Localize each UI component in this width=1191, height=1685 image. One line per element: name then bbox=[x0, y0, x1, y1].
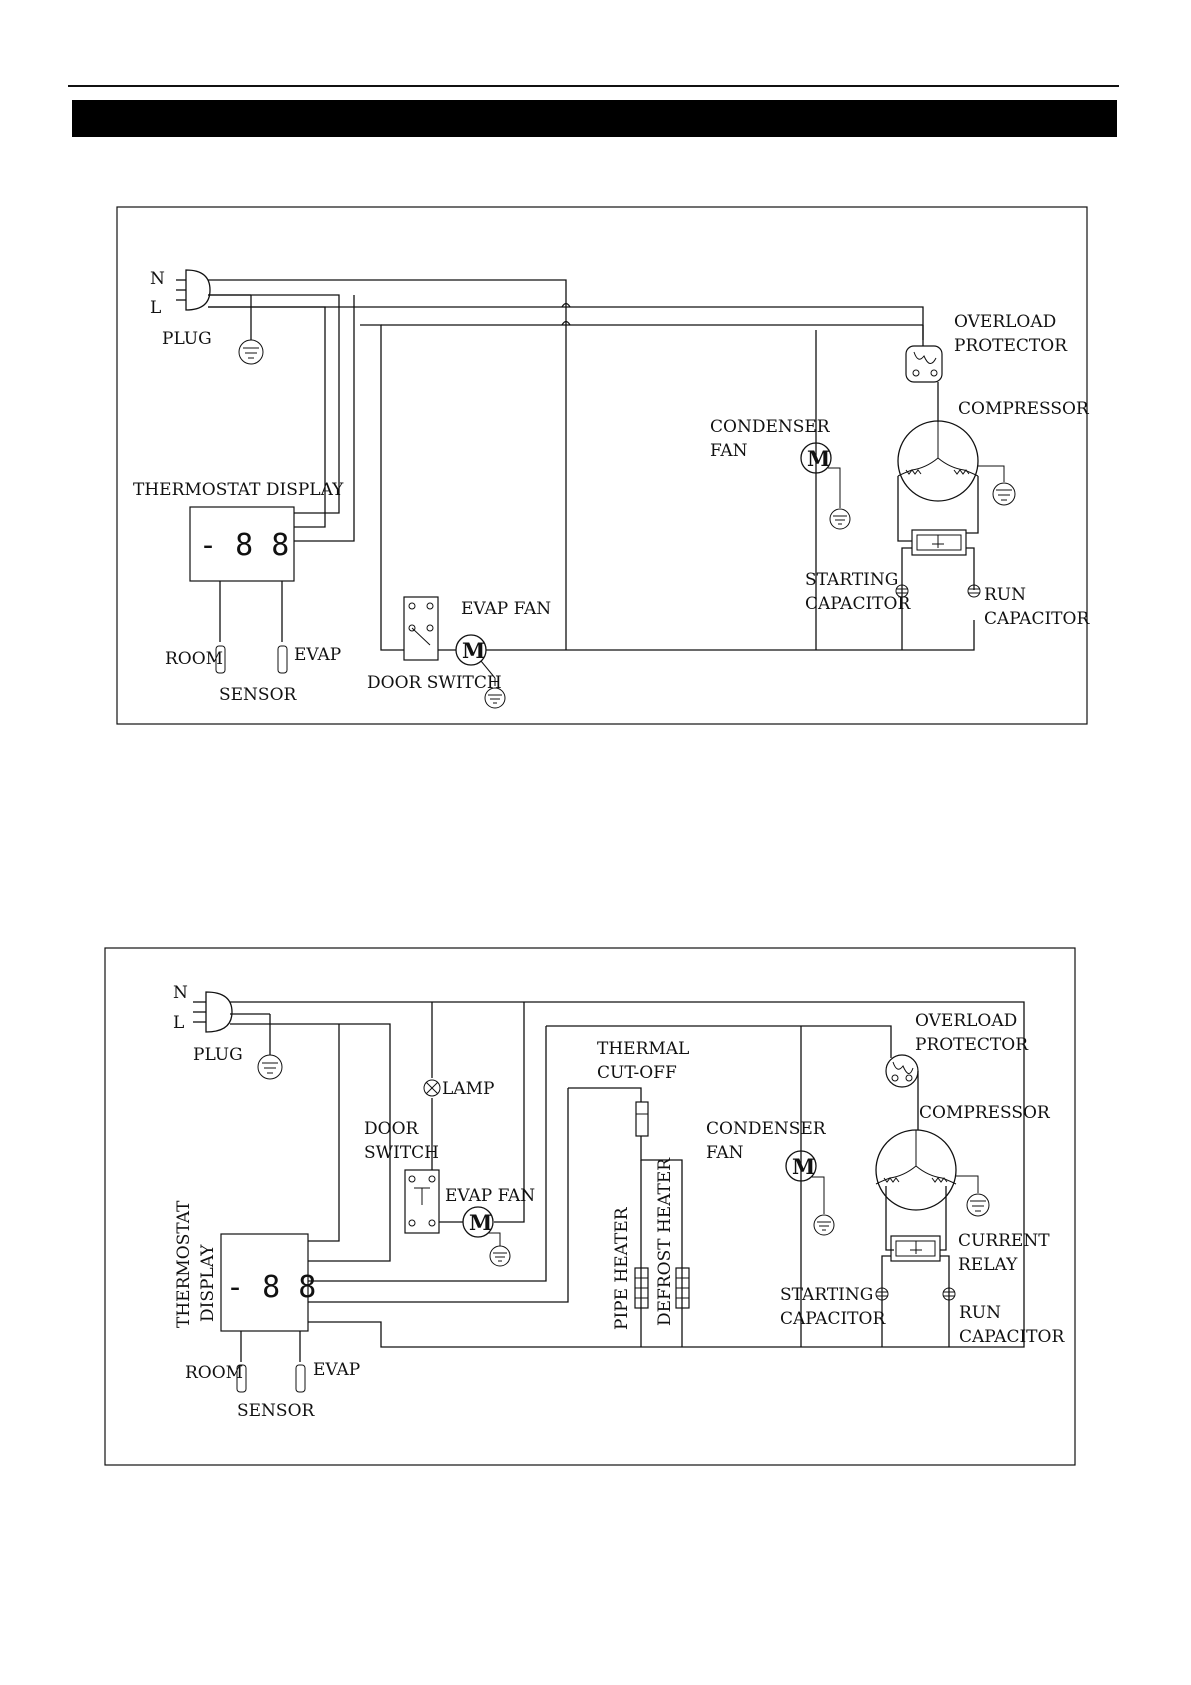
run-capacitor-1-label-line2: CAPACITOR bbox=[984, 609, 1090, 629]
run-capacitor-1-label-line1: RUN bbox=[984, 585, 1026, 605]
motor-icon: M bbox=[807, 446, 830, 471]
run-capacitor-2-label-line1: RUN bbox=[959, 1303, 1001, 1323]
run-capacitor-2: RUN CAPACITOR bbox=[942, 1287, 1065, 1347]
door-switch-1-label: DOOR SWITCH bbox=[367, 673, 502, 693]
thermostat-display-2-label-line2: DISPLAY bbox=[198, 1244, 218, 1322]
evap-sensor-1-label: EVAP bbox=[294, 645, 341, 665]
thermal-cutoff-2-label-line2: CUT-OFF bbox=[597, 1063, 677, 1083]
section-title-bar bbox=[72, 100, 1117, 137]
thermostat-display-2-digits: - 8 8 bbox=[226, 1270, 316, 1305]
defrost-heater-2: DEFROST HEATER bbox=[655, 1157, 690, 1326]
starting-capacitor-1: STARTING CAPACITOR bbox=[805, 570, 911, 614]
starting-capacitor-2-label-line2: CAPACITOR bbox=[780, 1309, 886, 1329]
plug-1: N L PLUG bbox=[150, 269, 212, 349]
current-relay-2: CURRENT RELAY bbox=[890, 1231, 1050, 1275]
sensor-1-label: SENSOR bbox=[219, 685, 298, 705]
evap-fan-1-label: EVAP FAN bbox=[461, 599, 551, 619]
door-switch-2-label-line2: SWITCH bbox=[364, 1143, 439, 1163]
starting-capacitor-1-label-line1: STARTING bbox=[805, 570, 898, 590]
plug-1-l-label: L bbox=[150, 298, 161, 318]
motor-icon: M bbox=[462, 638, 485, 663]
motor-icon: M bbox=[792, 1154, 815, 1179]
plug-2-label: PLUG bbox=[193, 1045, 243, 1065]
lamp-2: LAMP bbox=[423, 1079, 494, 1099]
compressor-1-label: COMPRESSOR bbox=[958, 399, 1090, 419]
run-capacitor-1: RUN CAPACITOR bbox=[967, 584, 1090, 629]
plug-2-n-label: N bbox=[173, 983, 188, 1003]
condenser-fan-2: CONDENSER FAN M bbox=[706, 1026, 835, 1347]
pipe-heater-2-label: PIPE HEATER bbox=[612, 1206, 632, 1330]
run-capacitor-2-label-line2: CAPACITOR bbox=[959, 1327, 1065, 1347]
compressor-2: COMPRESSOR bbox=[875, 1103, 1051, 1251]
overload-protector-2-label-line1: OVERLOAD bbox=[915, 1011, 1017, 1031]
evap-sensor-2-label: EVAP bbox=[313, 1360, 360, 1380]
compressor-2-label: COMPRESSOR bbox=[919, 1103, 1051, 1123]
diagram-1: N L PLUG THERMOSTAT DISPLAY bbox=[116, 206, 1090, 725]
plug-1-n-label: N bbox=[150, 269, 165, 289]
thermal-cutoff-2: THERMAL CUT-OFF bbox=[597, 1039, 689, 1347]
thermostat-display-1-label: THERMOSTAT DISPLAY bbox=[133, 480, 344, 500]
overload-protector-1-label-line2: PROTECTOR bbox=[954, 336, 1068, 356]
room-sensor-2-label: ROOM bbox=[185, 1363, 243, 1383]
overload-protector-2-label-line2: PROTECTOR bbox=[915, 1035, 1029, 1055]
lamp-2-label: LAMP bbox=[442, 1079, 494, 1099]
relay-1 bbox=[911, 529, 967, 556]
overload-protector-1: OVERLOAD PROTECTOR bbox=[905, 312, 1068, 422]
room-sensor-1-label: ROOM bbox=[165, 649, 223, 669]
plug-2-l-label: L bbox=[173, 1013, 184, 1033]
condenser-fan-1: CONDENSER FAN M bbox=[710, 417, 851, 530]
overload-protector-2: OVERLOAD PROTECTOR bbox=[885, 1011, 1029, 1130]
current-relay-2-label-line2: RELAY bbox=[958, 1255, 1018, 1275]
evap-fan-2-label: EVAP FAN bbox=[445, 1186, 535, 1206]
thermostat-display-1: THERMOSTAT DISPLAY - 8 8 ROOM EVAP SENSO… bbox=[133, 480, 344, 705]
thermostat-display-1-digits: - 8 8 bbox=[199, 528, 289, 563]
plug-1-label: PLUG bbox=[162, 329, 212, 349]
sensor-2-label: SENSOR bbox=[237, 1401, 316, 1421]
evap-fan-1: M EVAP FAN bbox=[455, 599, 551, 709]
plug-2: N L PLUG bbox=[173, 983, 243, 1065]
starting-capacitor-2-label-line1: STARTING bbox=[780, 1285, 873, 1305]
pipe-heater-2: PIPE HEATER bbox=[612, 1206, 649, 1330]
overload-protector-1-label-line1: OVERLOAD bbox=[954, 312, 1056, 332]
condenser-fan-2-label-line2: FAN bbox=[706, 1143, 744, 1163]
door-switch-2: DOOR SWITCH bbox=[364, 1119, 440, 1234]
starting-capacitor-2: STARTING CAPACITOR bbox=[780, 1285, 889, 1329]
compressor-1: COMPRESSOR bbox=[897, 399, 1090, 542]
thermal-cutoff-2-label-line1: THERMAL bbox=[597, 1039, 689, 1059]
ground-icon bbox=[257, 1014, 283, 1080]
motor-icon: M bbox=[469, 1210, 492, 1235]
thermostat-display-2: THERMOSTAT DISPLAY - 8 8 ROOM EVAP SENSO… bbox=[174, 1200, 360, 1421]
diagram-2: N L PLUG bbox=[104, 947, 1076, 1466]
defrost-heater-2-label: DEFROST HEATER bbox=[655, 1157, 675, 1326]
ground-icon bbox=[238, 295, 264, 365]
condenser-fan-1-label-line2: FAN bbox=[710, 441, 748, 461]
thermostat-display-2-label-line1: THERMOSTAT bbox=[174, 1200, 194, 1328]
diagram-1-frame bbox=[116, 206, 1088, 725]
current-relay-2-label-line1: CURRENT bbox=[958, 1231, 1050, 1251]
condenser-fan-2-label-line1: CONDENSER bbox=[706, 1119, 827, 1139]
evap-fan-2: EVAP FAN M bbox=[445, 1186, 535, 1267]
starting-capacitor-1-label-line2: CAPACITOR bbox=[805, 594, 911, 614]
door-switch-1: DOOR SWITCH bbox=[367, 596, 502, 693]
diagram-2-frame bbox=[104, 947, 1076, 1466]
door-switch-2-label-line1: DOOR bbox=[364, 1119, 420, 1139]
condenser-fan-1-label-line1: CONDENSER bbox=[710, 417, 831, 437]
